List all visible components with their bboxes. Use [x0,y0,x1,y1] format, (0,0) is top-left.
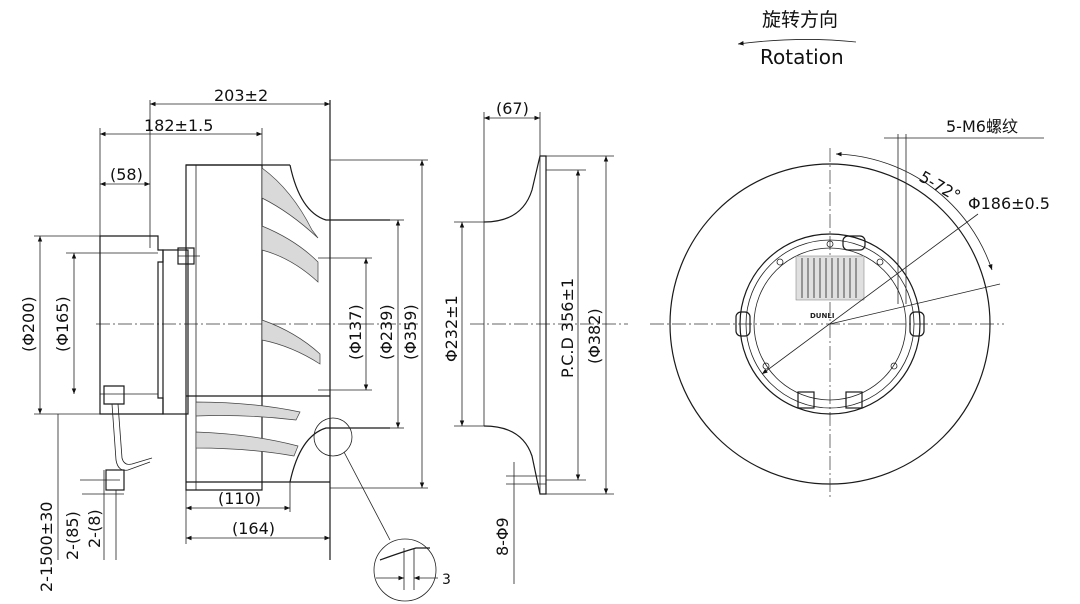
dia-137: (Φ137) [346,304,365,360]
holes-8-9: 8-Φ9 [493,517,512,556]
inlet-bell-bottom [289,427,390,483]
motor-body [99,235,164,415]
brand-logo: DUNLI [810,312,834,320]
inlet-bell-top [289,164,390,221]
blade [261,319,321,365]
cable-connector [103,385,125,405]
cable-85: 2-(85) [63,511,82,560]
detail-leader [343,451,391,541]
blade [195,431,299,457]
motor-outer-circle [739,233,921,415]
screw-hole [826,240,834,248]
pcd-356: P.C.D 356±1 [558,278,577,378]
rotation-indicator: 旋转方向 Rotation [737,9,857,69]
detail-profile [379,547,430,561]
screw-hole [876,258,884,266]
cable [111,403,151,471]
blade [261,167,319,239]
connector-box [845,391,863,409]
side-view: 3 203±2 182±1.5 (58) (110) (164) (Φ200) … [19,86,451,602]
detail-dim: 3 [442,572,451,588]
rotation-label-en: Rotation [760,45,844,69]
ring-view: (67) Φ232±1 P.C.D 356±1 (Φ382) 8-Φ9 [442,99,628,584]
angle-5-72: 5-72° [916,167,964,206]
dim-110: (110) [218,489,261,508]
cable [117,403,153,465]
blade [261,225,319,283]
screw-hole [890,362,898,370]
detail-magnified [373,538,437,602]
dim-67: (67) [496,99,529,118]
dia-186: Φ186±0.5 [968,194,1050,213]
screw-hole [776,258,784,266]
motor-inner-circle [745,239,915,409]
cable-length: 2-1500±30 [37,502,56,592]
dia-382: (Φ382) [585,308,604,364]
screw-hole [762,362,770,370]
mount-lug [842,235,866,251]
rotation-label-cn: 旋转方向 [762,9,838,31]
dim-58: (58) [110,165,143,184]
motor-flange [162,249,189,415]
inlet-ring-profile [483,155,547,495]
dim-164: (164) [232,519,275,538]
mount-lug [735,311,751,337]
dia-165: (Φ165) [53,296,72,352]
angle-ref-line [829,283,1001,325]
detail-circle [313,417,353,457]
dia-232: Φ232±1 [442,295,461,362]
front-view: DUNLI Φ186±0.5 5-72° 5-M6螺纹 [650,117,1050,500]
angle-arc [835,151,993,271]
cooling-fins [795,255,865,301]
dim-203: 203±2 [214,86,268,105]
hub-circle [753,247,907,401]
cable-8: 2-(8) [85,509,104,548]
rotation-arrow-icon [737,39,857,46]
dia-359: (Φ359) [401,304,420,360]
dia-186-line [761,213,979,375]
mount-lug [909,311,925,337]
blade [195,401,301,421]
dia-200: (Φ200) [19,296,38,352]
connector-box [797,391,815,409]
dim-182: 182±1.5 [144,116,213,135]
dia-239: (Φ239) [377,304,396,360]
thread-label: 5-M6螺纹 [946,117,1018,136]
